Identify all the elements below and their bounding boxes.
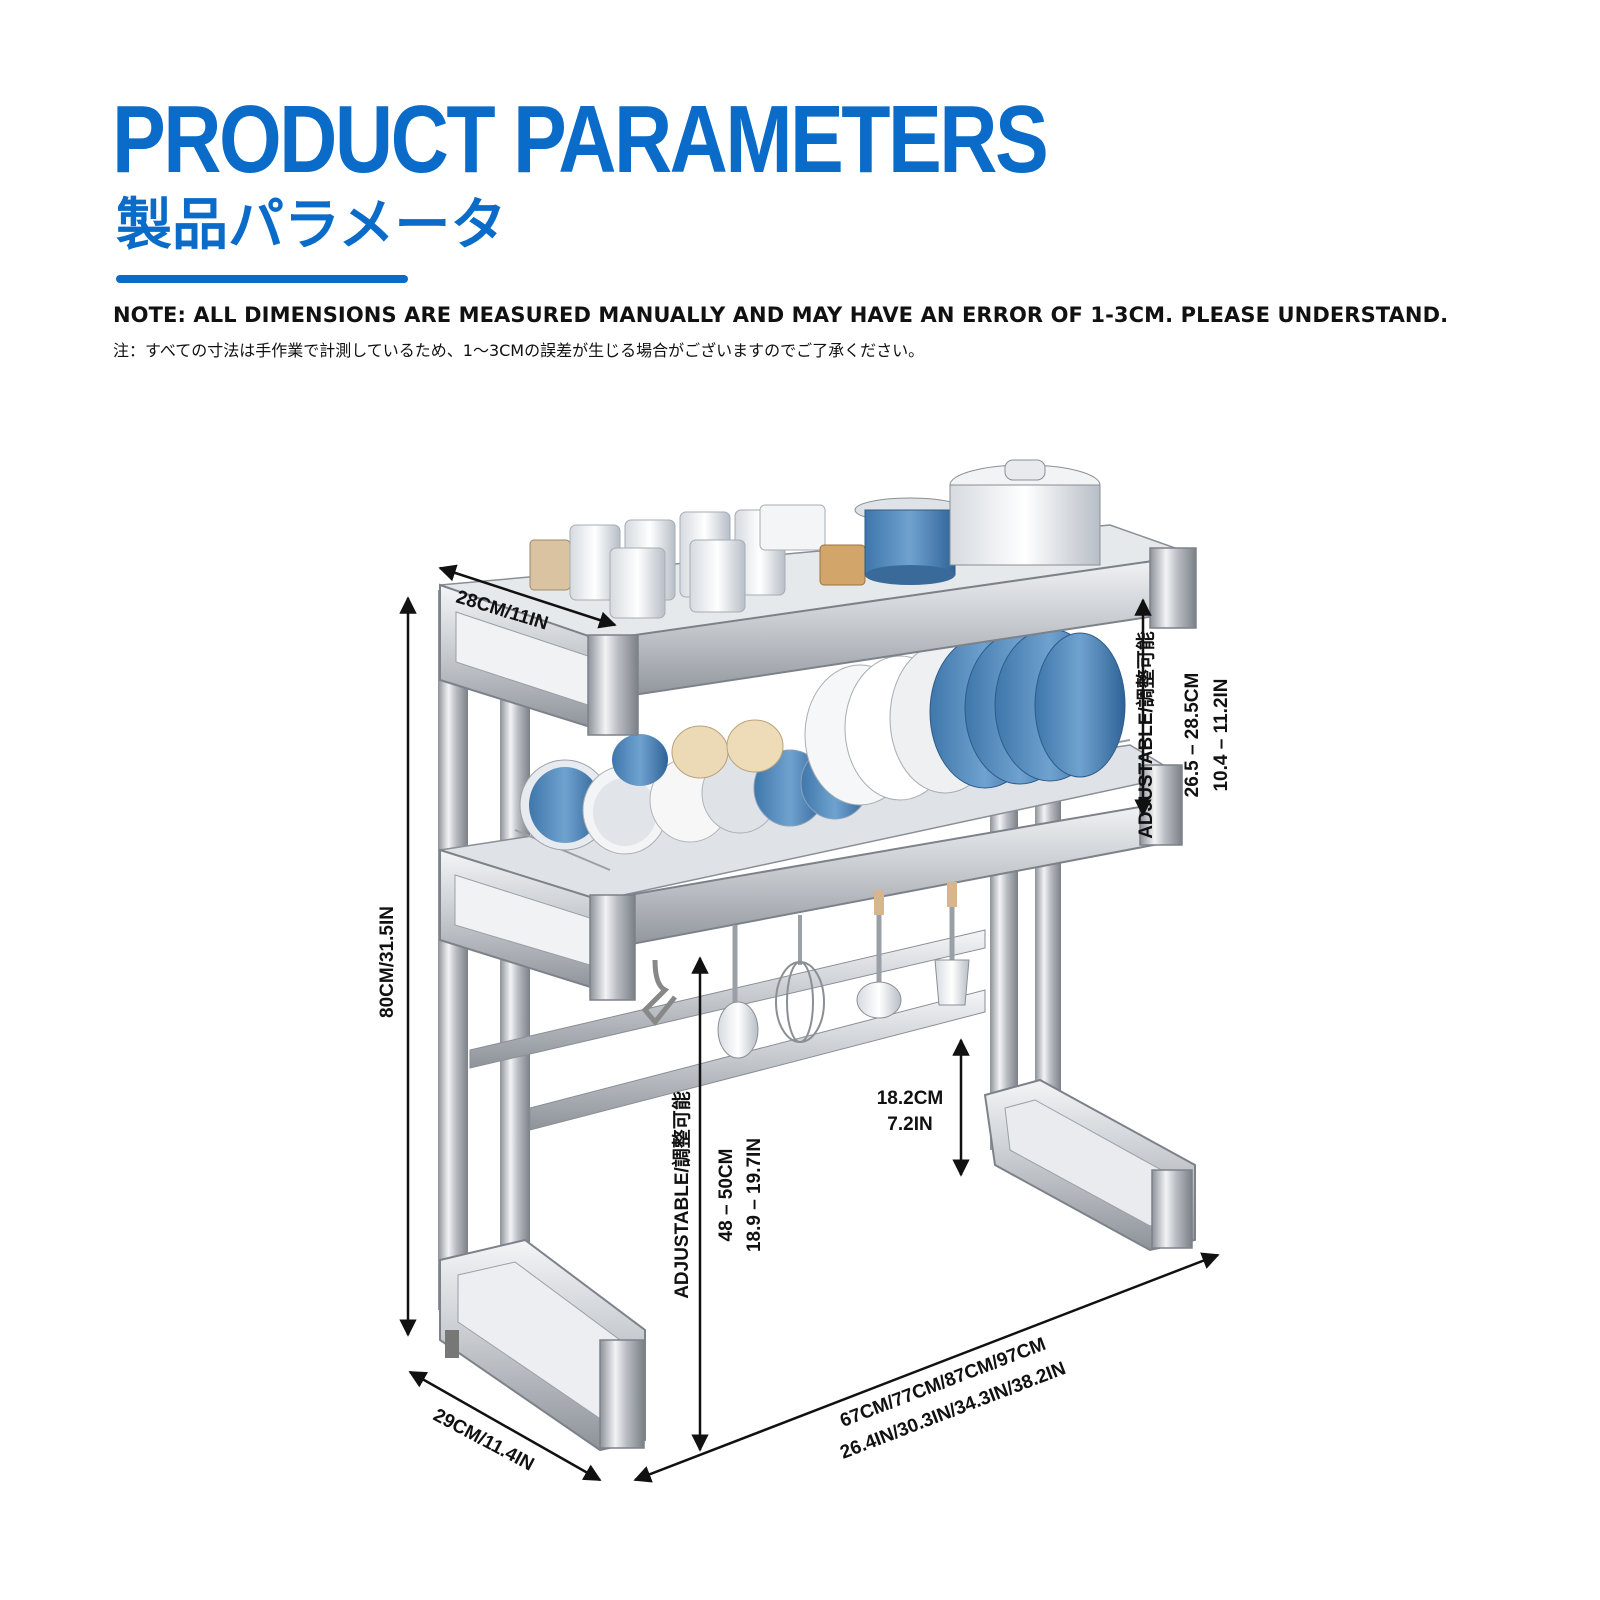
label-bar-height-in: 7.2IN: [887, 1114, 932, 1135]
label-base-depth: 29CM/11.4IN: [430, 1405, 538, 1476]
page-subtitle: 製品パラメータ: [116, 193, 507, 258]
hanging-utensils: [641, 882, 970, 1059]
plates: [804, 628, 1126, 806]
arrow-width: [633, 1252, 1220, 1483]
label-shelf-gap-cm: 26.5 – 28.5CM: [1182, 673, 1203, 798]
label-lower-title: ADJUSTABLE/調整可能: [670, 1091, 693, 1299]
arrow-top-depth: [438, 564, 617, 629]
bowls: [519, 719, 870, 855]
left-base-foot: [439, 1238, 646, 1452]
page-title: PRODUCT PARAMETERS: [112, 86, 1049, 193]
dimension-lines: [399, 564, 1220, 1483]
rack: [438, 459, 1197, 1452]
label-lower-in: 18.9 – 19.7IN: [744, 1138, 765, 1252]
label-shelf-gap-title: ADJUSTABLE/調整可能: [1134, 631, 1157, 839]
label-shelf-gap-in: 10.4 – 11.2IN: [1211, 678, 1232, 791]
label-total-height: 80CM/31.5IN: [377, 906, 398, 1018]
label-bar-height-cm: 18.2CM: [877, 1088, 944, 1109]
right-base-foot: [983, 1078, 1196, 1252]
label-lower-cm: 48 – 50CM: [716, 1149, 737, 1242]
title-underline: [116, 275, 408, 283]
note-english: NOTE: ALL DIMENSIONS ARE MEASURED MANUAL…: [113, 303, 1449, 327]
arrow-base-depth: [408, 1370, 602, 1482]
note-japanese: 注：すべての寸法は手作業で計測しているため、1～3CMの誤差が生じる場合がござい…: [113, 341, 925, 360]
